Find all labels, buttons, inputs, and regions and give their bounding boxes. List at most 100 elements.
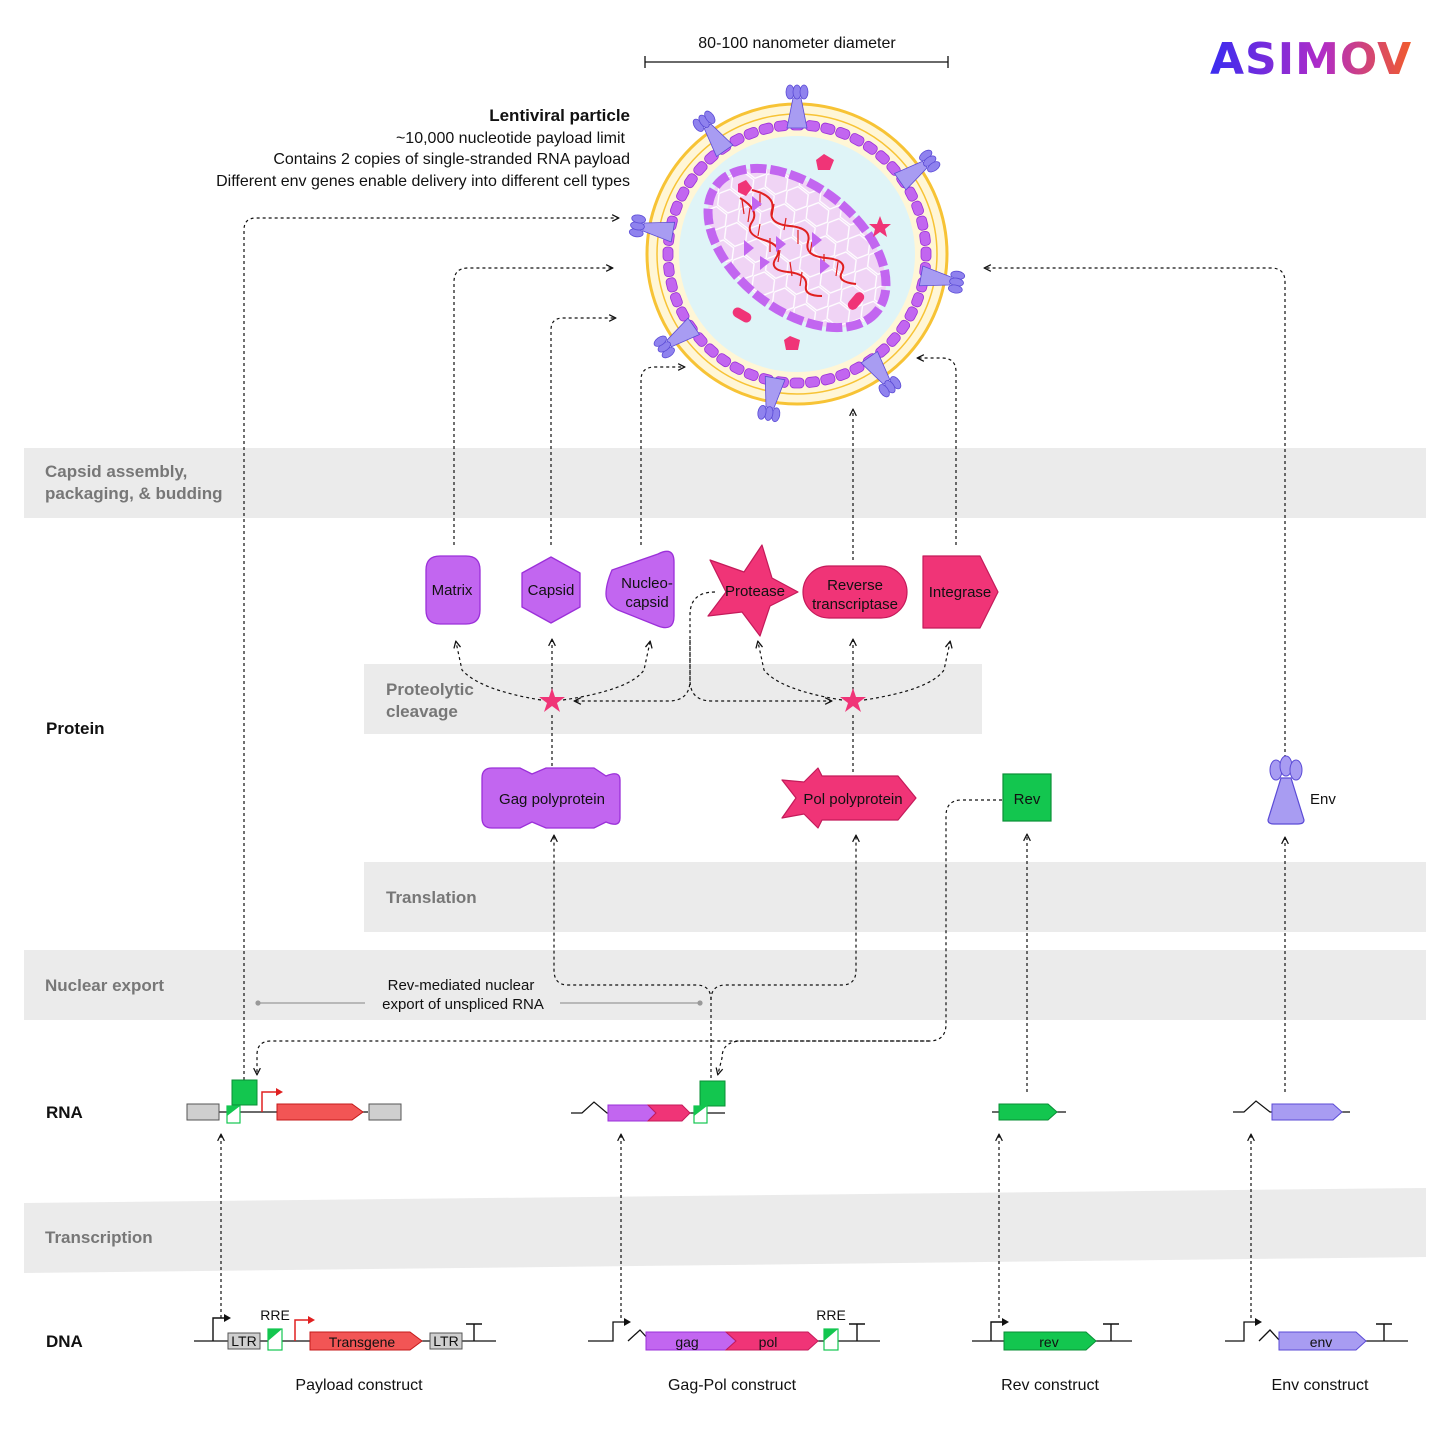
diameter-label: 80-100 nanometer diameter <box>698 35 896 52</box>
env-spike <box>785 84 809 129</box>
protein-integrase: Integrase <box>922 555 999 629</box>
lentiviral-particle-illustration <box>628 84 966 423</box>
matrix-bead <box>920 246 932 262</box>
payload-construct-label: Payload construct <box>295 1377 423 1394</box>
env-protein-label: Env <box>1310 791 1336 808</box>
rev-gene-label: rev <box>1039 1334 1058 1350</box>
band-nuclear-export-label: Nuclear export <box>45 976 164 995</box>
rna-rev <box>992 1103 1066 1121</box>
env-spike <box>757 375 786 423</box>
protein-capsid-label: Capsid <box>528 582 575 599</box>
particle-line-3: Different env genes enable delivery into… <box>216 173 630 190</box>
matrix-bead <box>875 150 890 165</box>
env-spike <box>692 110 734 158</box>
protein-pol-polyprotein: Pol polyprotein <box>781 767 917 829</box>
rev-note-line-1: Rev-mediated nuclear <box>388 977 535 994</box>
band-proteolytic <box>364 664 982 734</box>
matrix-bead <box>820 373 836 386</box>
connectors <box>221 218 1285 1318</box>
matrix-bead <box>693 161 708 176</box>
gagpol-construct-label: Gag-Pol construct <box>668 1377 797 1394</box>
matrix-bead <box>743 126 759 140</box>
band-translation-label: Translation <box>386 888 477 907</box>
matrix-bead <box>729 361 745 375</box>
protein-matrix: Matrix <box>425 555 481 625</box>
matrix-bead <box>665 277 678 293</box>
gagpol-pol-label: pol <box>759 1334 778 1350</box>
particle-line-1: ~10,000 nucleotide payload limit <box>396 130 626 147</box>
row-label-protein: Protein <box>46 719 105 738</box>
row-label-dna: DNA <box>46 1332 83 1351</box>
matrix-bead <box>835 368 851 382</box>
protein-rev: Rev <box>1002 773 1052 822</box>
cleavage-star-pol <box>840 688 866 712</box>
asimov-logo: ASIMOV <box>1210 34 1412 85</box>
matrix-bead <box>676 186 690 202</box>
env-gene-label: env <box>1310 1334 1333 1350</box>
gagpol-rre-label: RRE <box>816 1307 846 1323</box>
matrix-bead <box>683 173 698 189</box>
matrix-bead <box>849 133 865 147</box>
env-construct-label: Env construct <box>1272 1377 1369 1394</box>
rev-protein-label: Rev <box>1014 791 1041 808</box>
protein-rt-label-2: transcriptase <box>812 596 898 613</box>
protein-nucleocapsid-label-2: capsid <box>625 594 668 611</box>
matrix-bead <box>896 319 911 335</box>
payload-transgene-label: Transgene <box>329 1334 396 1350</box>
rna-env <box>1233 1100 1350 1121</box>
matrix-bead <box>773 120 789 132</box>
band-capsid-assembly-label-2: packaging, & budding <box>45 484 223 503</box>
rev-note-line-2: export of unspliced RNA <box>382 996 544 1013</box>
matrix-bead <box>886 332 901 347</box>
cleavage-star-gag <box>539 688 565 712</box>
protein-protease-label: Protease <box>725 583 785 600</box>
matrix-bead <box>743 368 759 382</box>
matrix-bead <box>919 230 931 246</box>
band-transcription <box>24 1188 1426 1273</box>
band-nuclear-export <box>24 950 1426 1020</box>
particle-line-2: Contains 2 copies of single-stranded RNA… <box>273 151 630 168</box>
matrix-bead <box>916 215 929 231</box>
band-translation <box>364 862 1426 932</box>
matrix-bead <box>911 200 925 216</box>
env-spike <box>918 265 966 294</box>
matrix-bead <box>758 122 774 135</box>
band-transcription-label: Transcription <box>45 1228 153 1247</box>
matrix-bead <box>911 292 925 308</box>
protein-gag-polyprotein: Gag polyprotein <box>481 767 621 829</box>
matrix-bead <box>805 376 821 388</box>
payload-ltr-left-label: LTR <box>231 1333 256 1349</box>
pol-polyprotein-label: Pol polyprotein <box>803 791 902 808</box>
protein-nucleocapsid: Nucleo- capsid <box>605 550 675 629</box>
matrix-bead <box>820 122 836 135</box>
gagpol-gag-label: gag <box>675 1334 698 1350</box>
dna-payload-construct: LTR RRE Transgene LTR <box>194 1307 496 1351</box>
band-capsid-assembly <box>24 448 1426 518</box>
dna-rev-construct: rev <box>972 1318 1132 1351</box>
particle-title: Lentiviral particle <box>489 106 630 125</box>
payload-rre-label: RRE <box>260 1307 290 1323</box>
protein-env: Env <box>1267 755 1336 825</box>
matrix-bead <box>805 120 821 132</box>
payload-ltr-right-label: LTR <box>433 1333 458 1349</box>
matrix-bead <box>663 262 675 278</box>
protein-nucleocapsid-label-1: Nucleo- <box>621 575 673 592</box>
band-proteolytic-label-1: Proteolytic <box>386 680 474 699</box>
band-proteolytic-label-2: cleavage <box>386 702 458 721</box>
protein-reverse-transcriptase: Reverse transcriptase <box>802 565 908 619</box>
env-spike <box>893 149 941 191</box>
matrix-bead <box>835 126 851 140</box>
env-spike <box>653 317 701 359</box>
matrix-bead <box>662 246 674 262</box>
protein-rt-label-1: Reverse <box>827 577 883 594</box>
gag-polyprotein-label: Gag polyprotein <box>499 791 605 808</box>
matrix-bead <box>716 353 732 368</box>
matrix-bead <box>789 377 805 389</box>
env-spike <box>860 350 902 398</box>
dna-gagpol-construct: gag pol RRE <box>588 1307 880 1351</box>
band-capsid-assembly-label-1: Capsid assembly, <box>45 462 187 481</box>
protein-capsid: Capsid <box>521 556 581 624</box>
dna-env-construct: env <box>1225 1318 1408 1351</box>
matrix-bead <box>669 292 683 308</box>
